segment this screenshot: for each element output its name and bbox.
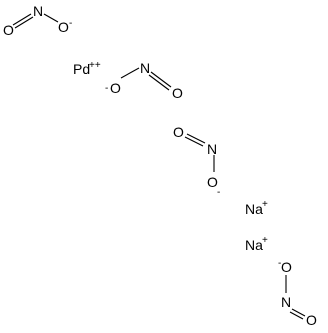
double-bond bbox=[291, 308, 306, 317]
sodium-ion-1: Na + bbox=[245, 199, 268, 217]
nitrite-group-4: - O N O bbox=[278, 258, 317, 328]
oxygen-atom: O bbox=[172, 85, 183, 101]
nitrogen-atom: N bbox=[33, 3, 43, 19]
oxygen-atom: O bbox=[173, 124, 184, 140]
sodium-charge: + bbox=[262, 199, 268, 210]
oxygen-atom: O bbox=[306, 312, 317, 328]
negative-charge: - bbox=[69, 18, 72, 29]
double-bond bbox=[150, 71, 172, 88]
oxygen-atom: O bbox=[110, 80, 121, 96]
palladium-symbol: Pd bbox=[73, 61, 90, 77]
double-bond bbox=[186, 133, 206, 144]
oxygen-atom: O bbox=[281, 259, 292, 275]
nitrogen-atom: N bbox=[140, 60, 150, 76]
sodium-charge: + bbox=[262, 235, 268, 246]
palladium-ion: Pd ++ bbox=[73, 60, 101, 77]
nitrite-group-1: O N O - bbox=[3, 3, 72, 38]
single-bond bbox=[43, 13, 59, 23]
oxygen-atom: O bbox=[207, 174, 218, 190]
oxygen-atom: O bbox=[3, 22, 14, 38]
nitrogen-atom: N bbox=[207, 141, 217, 157]
nitrite-group-3: O N O - bbox=[173, 124, 220, 198]
palladium-charge: ++ bbox=[89, 60, 101, 71]
double-bond bbox=[289, 311, 304, 320]
nitrogen-atom: N bbox=[281, 294, 291, 310]
double-bond bbox=[184, 136, 204, 147]
double-bond bbox=[12, 13, 32, 26]
double-bond bbox=[148, 74, 170, 91]
negative-charge: - bbox=[105, 83, 108, 94]
negative-charge: - bbox=[217, 187, 220, 198]
nitrite-group-2: - O N O bbox=[105, 60, 183, 101]
sodium-ion-2: Na + bbox=[245, 235, 268, 253]
sodium-symbol: Na bbox=[245, 201, 263, 217]
sodium-symbol: Na bbox=[245, 237, 263, 253]
double-bond bbox=[14, 16, 34, 29]
oxygen-atom: O bbox=[58, 19, 69, 35]
negative-charge: - bbox=[278, 258, 281, 269]
single-bond bbox=[120, 67, 140, 79]
